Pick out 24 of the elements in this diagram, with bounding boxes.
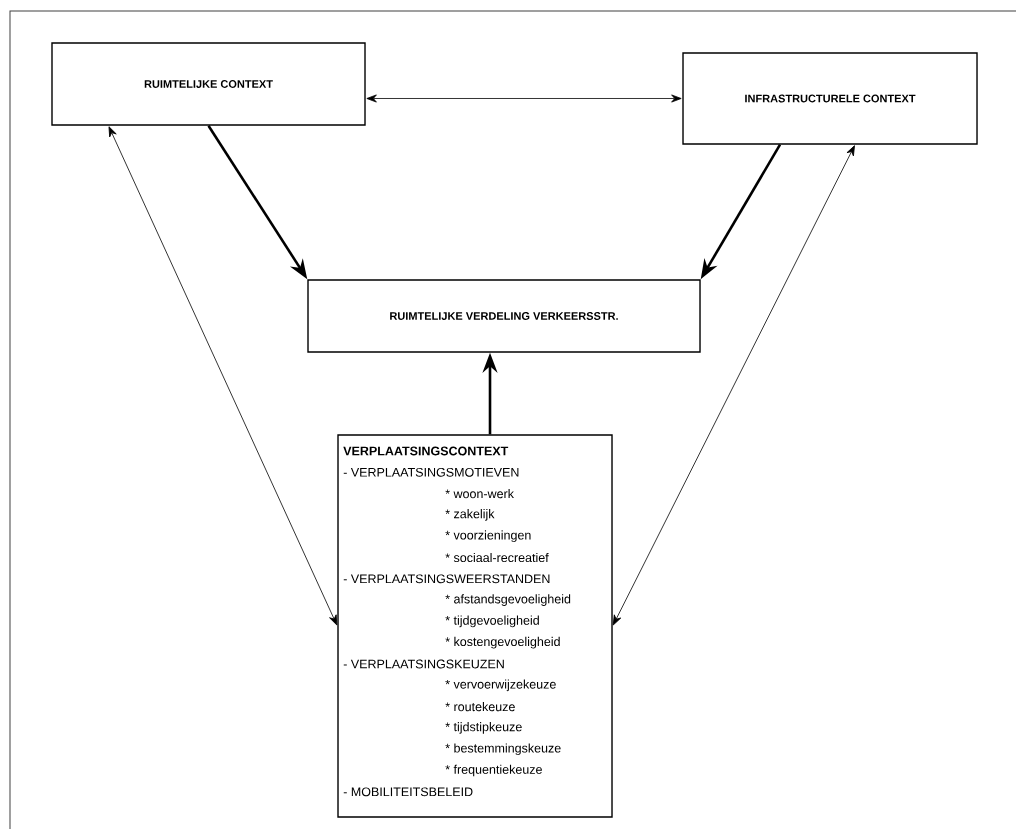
list-item: * sociaal-recreatief (445, 552, 549, 563)
list-item: * bestemmingskeuze (445, 743, 561, 756)
list-box (337, 434, 613, 818)
list-item: * voorzieningen (445, 530, 531, 542)
arrow (108, 126, 338, 626)
list-item: * afstandsgevoeligheid (445, 594, 571, 606)
list-item: - VERPLAATSINGSMOTIEVEN (343, 467, 519, 477)
list-item: * zakelijk (445, 509, 495, 521)
process-box: INFRASTRUCTURELE CONTEXT (682, 52, 978, 145)
list-item: * frequentiekeuze (445, 764, 542, 777)
list-item: - MOBILITEITSBELEID (343, 787, 473, 797)
process-box: RUIMTELIJKE VERDELING VERKEERSSTR. (307, 279, 701, 353)
list-item: - VERPLAATSINGSKEUZEN (343, 659, 504, 669)
arrow (612, 145, 855, 626)
list-item: * tijdstipkeuze (445, 722, 522, 734)
heading-text: VERPLAATSINGSCONTEXT (343, 446, 509, 456)
list-item: * vervoerwijzekeuze (445, 679, 556, 692)
list-item: * kostengevoeligheid (445, 636, 560, 649)
arrow (366, 94, 682, 103)
list-item: * woon-werk (445, 489, 514, 499)
list-item: * routekeuze (445, 702, 515, 712)
list-item: - VERPLAATSINGSWEERSTANDEN (343, 574, 550, 584)
process-box: RUIMTELIJKE CONTEXT (51, 42, 366, 126)
list-item: * tijdgevoeligheid (445, 615, 539, 628)
